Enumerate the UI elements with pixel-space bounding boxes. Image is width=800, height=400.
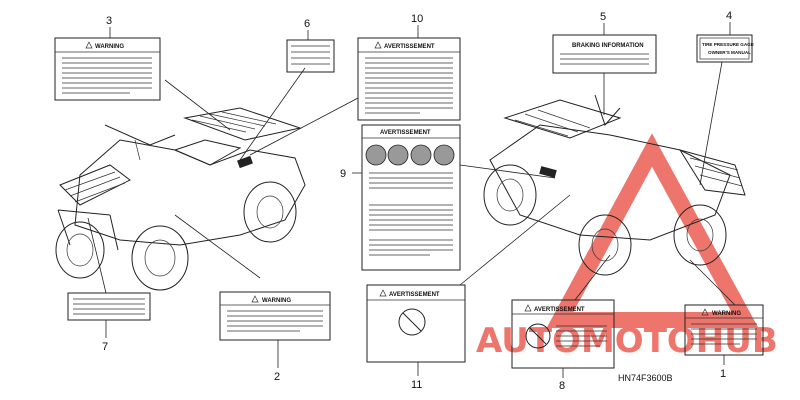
label-8-avertissement[interactable]: AVERTISSEMENT <box>511 299 615 369</box>
warning-triangle-icon <box>251 295 259 303</box>
label-4-line-2: OWNER'S MANUAL <box>708 50 751 55</box>
callout-4: 4 <box>726 10 732 22</box>
label-11-avertissement[interactable]: AVERTISSEMENT <box>366 284 466 363</box>
atv-rear-illustration <box>483 94 746 276</box>
callout-1: 1 <box>720 368 726 380</box>
label-10-avertissement[interactable]: AVERTISSEMENT <box>357 37 461 121</box>
callout-8: 8 <box>559 380 565 392</box>
warning-triangle-icon <box>379 289 387 297</box>
label-8-title: AVERTISSEMENT <box>534 307 585 313</box>
label-7[interactable] <box>67 292 151 321</box>
label-9-avertissement[interactable]: AVERTISSEMENT <box>361 124 461 271</box>
pictogram-icon <box>365 144 387 166</box>
no-passenger-icon <box>398 308 426 336</box>
callout-7: 7 <box>102 341 108 353</box>
warning-triangle-icon <box>701 308 709 316</box>
label-5-braking[interactable]: BRAKING INFORMATION <box>552 34 657 74</box>
label-3-warning[interactable]: WARNING <box>54 37 161 101</box>
callout-9: 9 <box>340 168 346 180</box>
atv-front-illustration <box>55 107 306 291</box>
label-2-title: WARNING <box>262 298 291 304</box>
label-6[interactable] <box>286 39 335 73</box>
label-3-title: WARNING <box>95 44 124 50</box>
diagram-code: HN74F3600B <box>618 373 673 383</box>
callout-10: 10 <box>411 13 423 25</box>
callout-numbers: 3 6 10 5 4 9 7 2 11 8 1 <box>102 10 732 392</box>
prohibition-icon <box>525 323 551 349</box>
label-9-title: AVERTISSEMENT <box>380 130 431 136</box>
label-1-title: WARNING <box>712 311 741 317</box>
pictogram-icon <box>410 144 432 166</box>
callout-2: 2 <box>274 371 280 383</box>
callout-3: 3 <box>106 15 112 27</box>
pictogram-icon <box>433 144 455 166</box>
label-5-title: BRAKING INFORMATION <box>572 43 644 49</box>
pictogram-icon <box>387 144 409 166</box>
watermark: AUTOMOTOHUB <box>476 133 778 361</box>
label-10-title: AVERTISSEMENT <box>384 44 435 50</box>
warning-triangle-icon <box>374 41 382 49</box>
label-1-warning[interactable]: WARNING <box>684 304 764 356</box>
label-11-title: AVERTISSEMENT <box>389 292 440 298</box>
leader-lines <box>87 22 736 378</box>
warning-triangle-icon <box>85 41 93 49</box>
watermark-triangle-icon <box>546 133 759 328</box>
label-2-warning[interactable]: WARNING <box>219 291 331 341</box>
label-4-tire-pressure[interactable]: TIRE PRESSURE GAGE OWNER'S MANUAL <box>696 34 754 63</box>
watermark-text: AUTOMOTOHUB <box>476 321 778 361</box>
callout-11: 11 <box>411 379 422 391</box>
callout-5: 5 <box>600 11 606 23</box>
warning-triangle-icon <box>524 304 532 312</box>
label-4-line-1: TIRE PRESSURE GAGE <box>702 42 754 47</box>
callout-6: 6 <box>304 18 310 30</box>
